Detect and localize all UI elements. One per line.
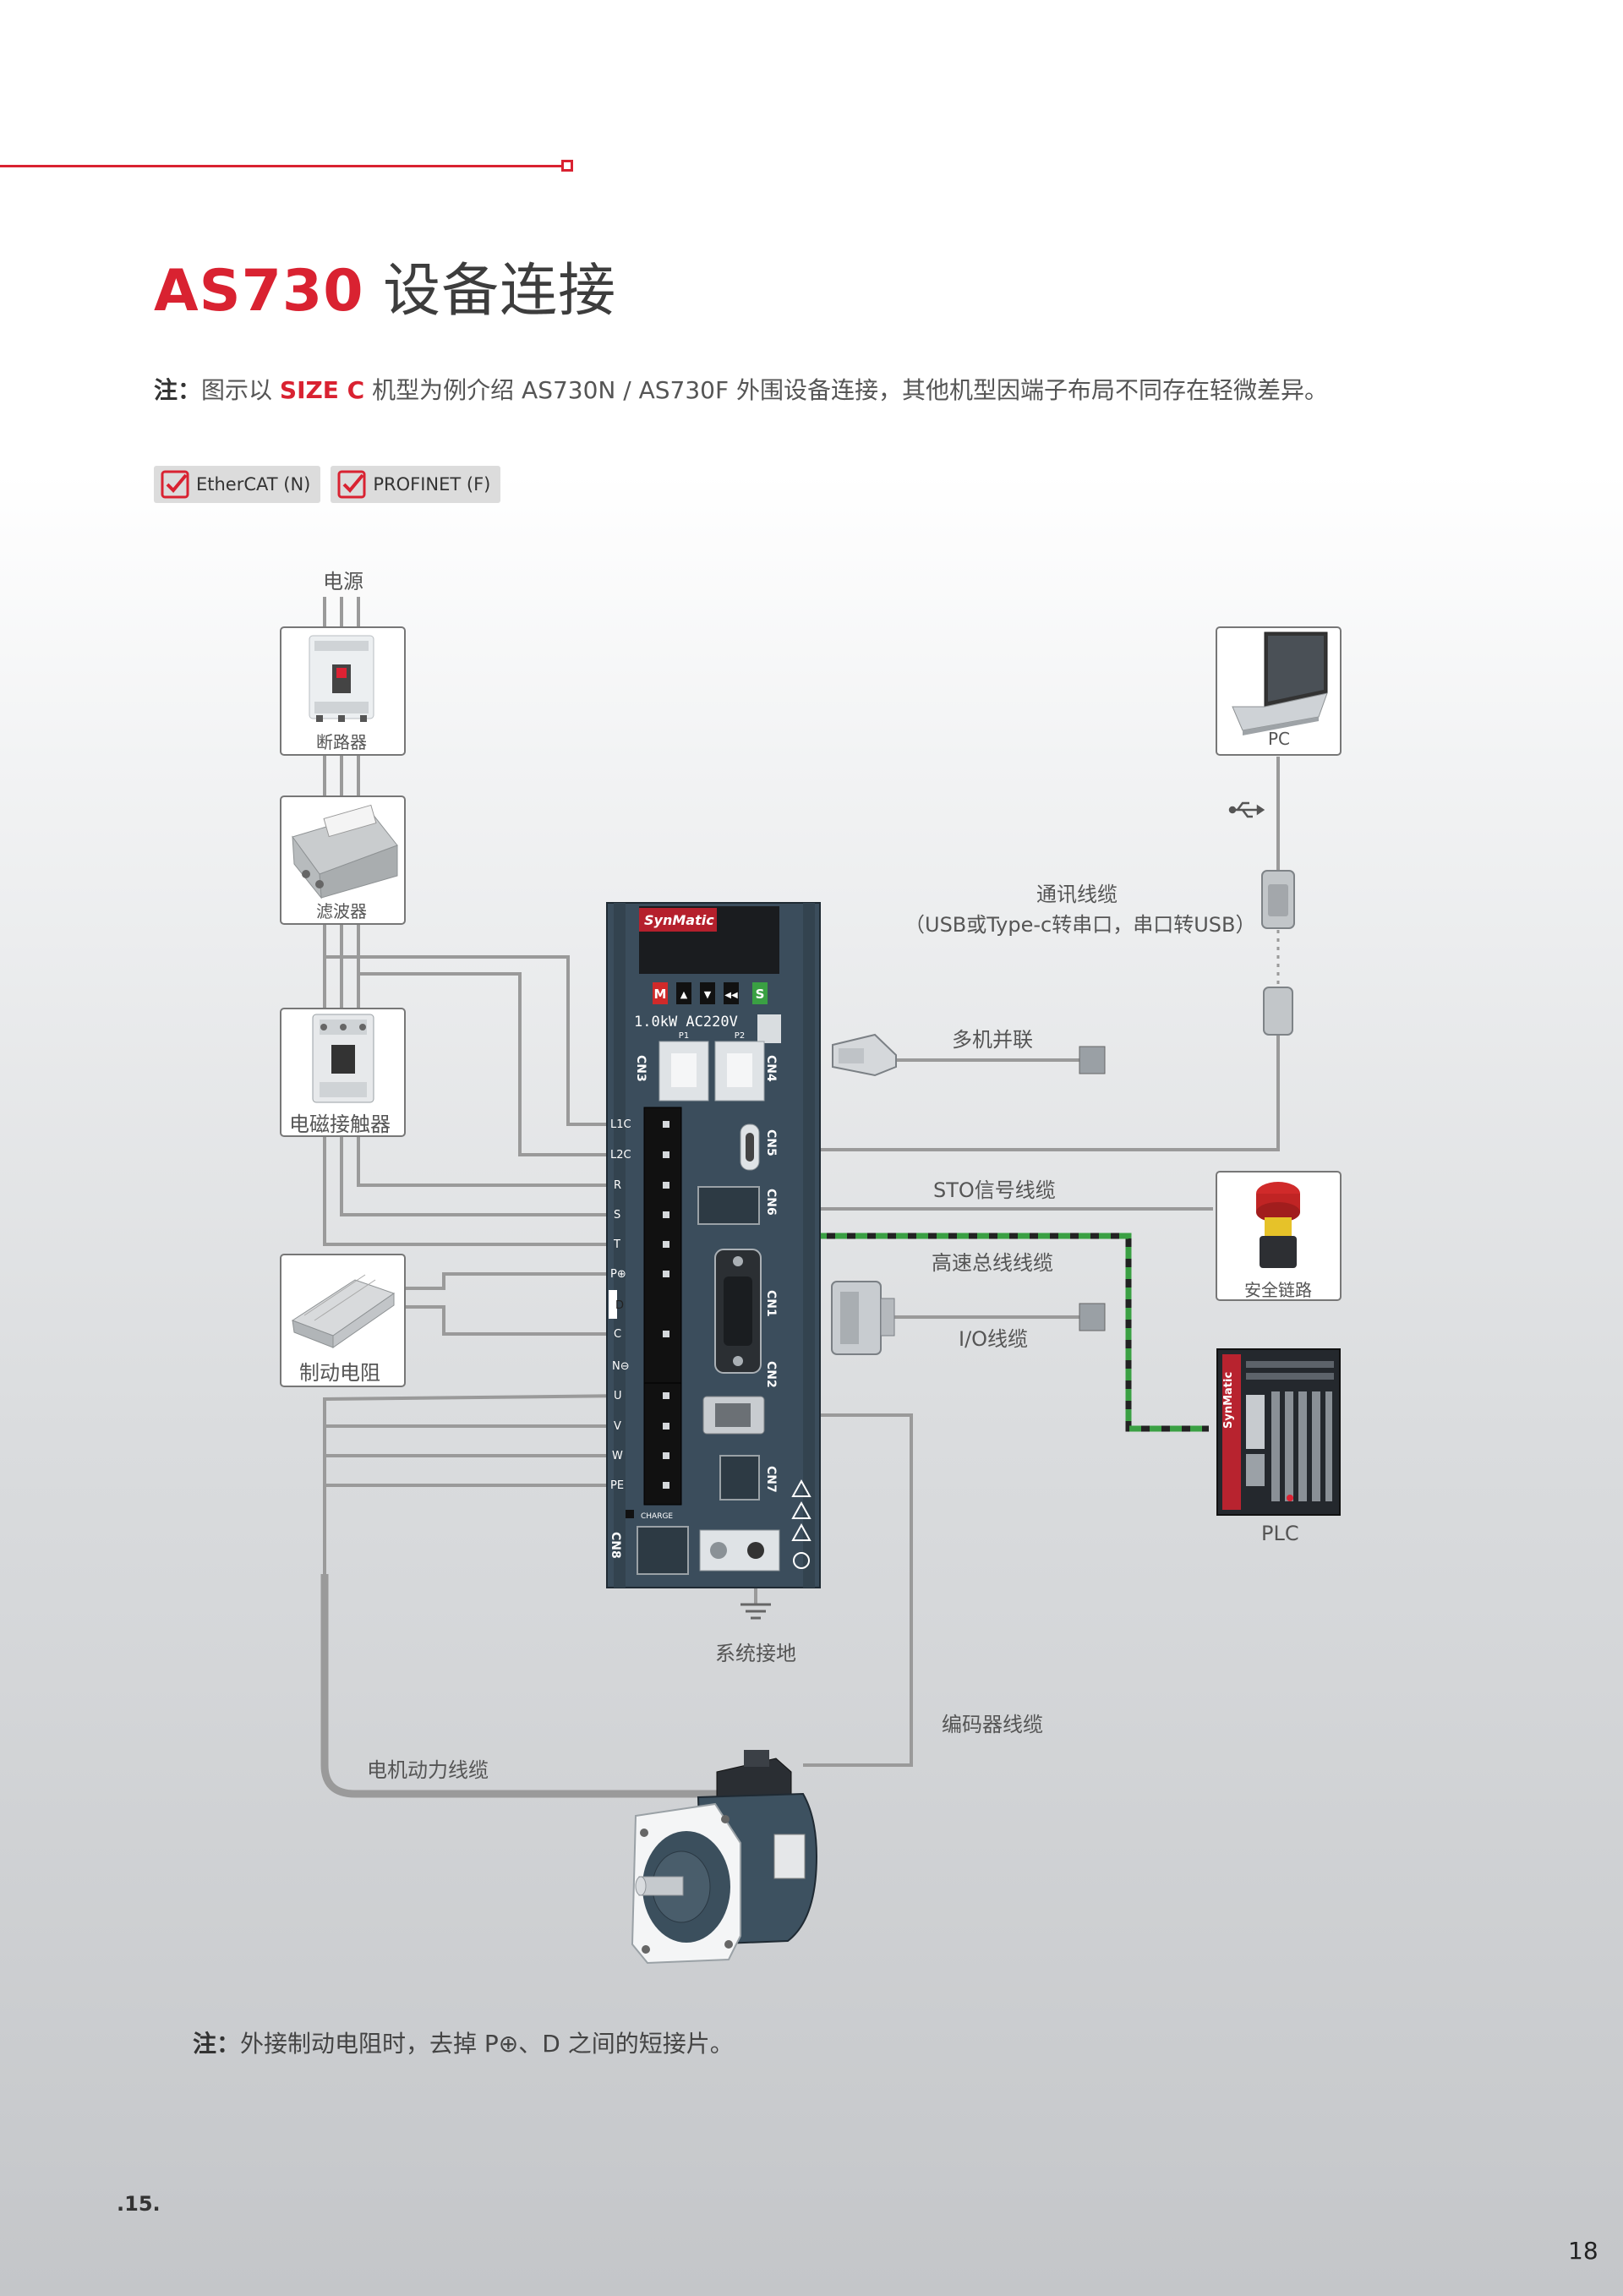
cable-lines bbox=[323, 597, 1280, 1775]
page-title-model: AS730 bbox=[154, 258, 364, 325]
safety-chain-device bbox=[1216, 1171, 1342, 1301]
top-accent-rule bbox=[0, 165, 565, 167]
sto-cable-label: STO信号线缆 bbox=[933, 1178, 1056, 1202]
breaker-label: 断路器 bbox=[316, 732, 367, 752]
terminal-t: T bbox=[613, 1238, 620, 1251]
usb-connector-icon bbox=[1263, 987, 1293, 1036]
safety-chain-label: 安全链路 bbox=[1244, 1280, 1312, 1300]
top-accent-rule-end-square bbox=[561, 160, 573, 172]
page-title: AS730 设备连接 bbox=[154, 243, 616, 327]
footnote: 注：外接制动电阻时，去掉 P⊕、D 之间的短接片。 bbox=[193, 2025, 734, 2059]
system-ground-label: 系统接地 bbox=[715, 1642, 796, 1665]
page-number-left: .15. bbox=[117, 2192, 161, 2216]
terminal-pe: PE bbox=[610, 1479, 624, 1492]
tag-profinet-label: PROFINET (F) bbox=[373, 474, 491, 495]
port-cn3-label: CN3 bbox=[634, 1055, 648, 1082]
drive-key-down: ▼ bbox=[704, 989, 712, 1000]
encoder-cable-label: 编码器线缆 bbox=[942, 1713, 1043, 1736]
drive-rating-text: 1.0kW AC220V bbox=[634, 1014, 738, 1030]
terminal-l2c: L2C bbox=[610, 1149, 631, 1162]
comm-cable-label: 通讯线缆 bbox=[1036, 883, 1118, 906]
tag-profinet: PROFINET (F) bbox=[331, 466, 501, 503]
terminal-labels: L1C L2C R S T P⊕ D C N⊖ U V W PE bbox=[610, 1118, 631, 1492]
io-cable-label: I/O线缆 bbox=[959, 1327, 1029, 1351]
servo-drive bbox=[606, 902, 821, 1588]
ground-icon bbox=[740, 1603, 771, 1620]
motor-power-cable-label: 电机动力线缆 bbox=[367, 1758, 489, 1782]
drive-brand-text: SynMatic bbox=[644, 912, 714, 928]
pc-label: PC bbox=[1268, 729, 1291, 749]
terminal-l1c: L1C bbox=[610, 1118, 631, 1131]
terminal-r: R bbox=[614, 1179, 621, 1192]
drive-key-mode: M bbox=[654, 987, 667, 1002]
db-connector-icon bbox=[831, 1281, 1106, 1355]
terminal-v: V bbox=[614, 1420, 621, 1433]
footnote-text: 外接制动电阻时，去掉 P⊕、D 之间的短接片。 bbox=[240, 2030, 734, 2058]
multi-parallel-label: 多机并联 bbox=[952, 1028, 1033, 1052]
tag-ethercat-label: EtherCAT (N) bbox=[196, 474, 311, 495]
page-title-rest: 设备连接 bbox=[363, 258, 617, 325]
terminal-u: U bbox=[614, 1390, 622, 1402]
port-p2-label: P2 bbox=[735, 1031, 745, 1041]
page-number-right: 18 bbox=[1568, 2237, 1598, 2265]
checkbox-icon bbox=[161, 470, 189, 499]
rj45-plug-icon bbox=[832, 1033, 1106, 1077]
contactor-label: 电磁接触器 bbox=[289, 1112, 391, 1136]
tag-ethercat: EtherCAT (N) bbox=[154, 466, 321, 503]
contactor-device bbox=[280, 1008, 406, 1137]
plc-device bbox=[1216, 1348, 1341, 1516]
intro-note-prefix: 注： bbox=[154, 376, 202, 404]
plc-brand-text: SynMatic bbox=[1222, 1372, 1235, 1429]
usb-icon bbox=[1228, 801, 1265, 818]
drive-key-up: ▲ bbox=[680, 989, 688, 1000]
drive-key-set: S bbox=[756, 987, 765, 1002]
filter-label: 滤波器 bbox=[316, 901, 367, 921]
port-cn7-label: CN7 bbox=[764, 1466, 778, 1493]
checkbox-icon bbox=[337, 470, 366, 499]
port-cn5-label: CN5 bbox=[764, 1129, 778, 1156]
terminal-s: S bbox=[614, 1209, 620, 1222]
port-cn2-label: CN2 bbox=[764, 1361, 778, 1388]
plc-label: PLC bbox=[1261, 1522, 1299, 1545]
breaker-device bbox=[280, 626, 406, 756]
intro-note-text-after: 机型为例介绍 AS730N / AS730F 外围设备连接，其他机型因端子布局不… bbox=[364, 376, 1328, 404]
port-cn8-label: CN8 bbox=[609, 1532, 622, 1559]
intro-note-highlight: SIZE C bbox=[279, 376, 365, 404]
power-source-label: 电源 bbox=[323, 570, 363, 593]
port-cn6-label: CN6 bbox=[764, 1189, 778, 1216]
brake-resistor-label: 制动电阻 bbox=[299, 1361, 380, 1385]
charge-label: CHARGE bbox=[641, 1512, 673, 1521]
port-cn1-label: CN1 bbox=[764, 1290, 778, 1317]
comm-cable-detail-label: （USB或Type-c转串口，串口转USB） bbox=[904, 913, 1256, 937]
filter-device bbox=[280, 795, 406, 925]
brake-resistor-device bbox=[280, 1254, 406, 1387]
footnote-prefix: 注： bbox=[193, 2030, 241, 2058]
terminal-d: D bbox=[615, 1299, 624, 1312]
intro-note-text-before: 图示以 bbox=[201, 376, 280, 404]
protocol-tags: EtherCAT (N) PROFINET (F) bbox=[154, 466, 501, 503]
drive-key-shift: ◀◀ bbox=[724, 991, 738, 1000]
serial-adapter-icon bbox=[1261, 870, 1295, 929]
servo-motor bbox=[631, 1750, 818, 1965]
bus-cable-label: 高速总线线缆 bbox=[932, 1251, 1053, 1275]
motor-power-cable bbox=[320, 1574, 727, 1798]
terminal-n: N⊖ bbox=[612, 1360, 630, 1373]
pc-device bbox=[1216, 626, 1342, 756]
terminal-w: W bbox=[612, 1450, 623, 1462]
drive-keypad: M ▲ ▼ ◀◀ S bbox=[654, 987, 765, 1002]
port-cn4-label: CN4 bbox=[764, 1055, 778, 1082]
terminal-c: C bbox=[614, 1328, 621, 1341]
intro-note: 注：图示以 SIZE C 机型为例介绍 AS730N / AS730F 外围设备… bbox=[154, 372, 1328, 406]
port-p1-label: P1 bbox=[679, 1031, 689, 1041]
terminal-p: P⊕ bbox=[610, 1268, 626, 1281]
